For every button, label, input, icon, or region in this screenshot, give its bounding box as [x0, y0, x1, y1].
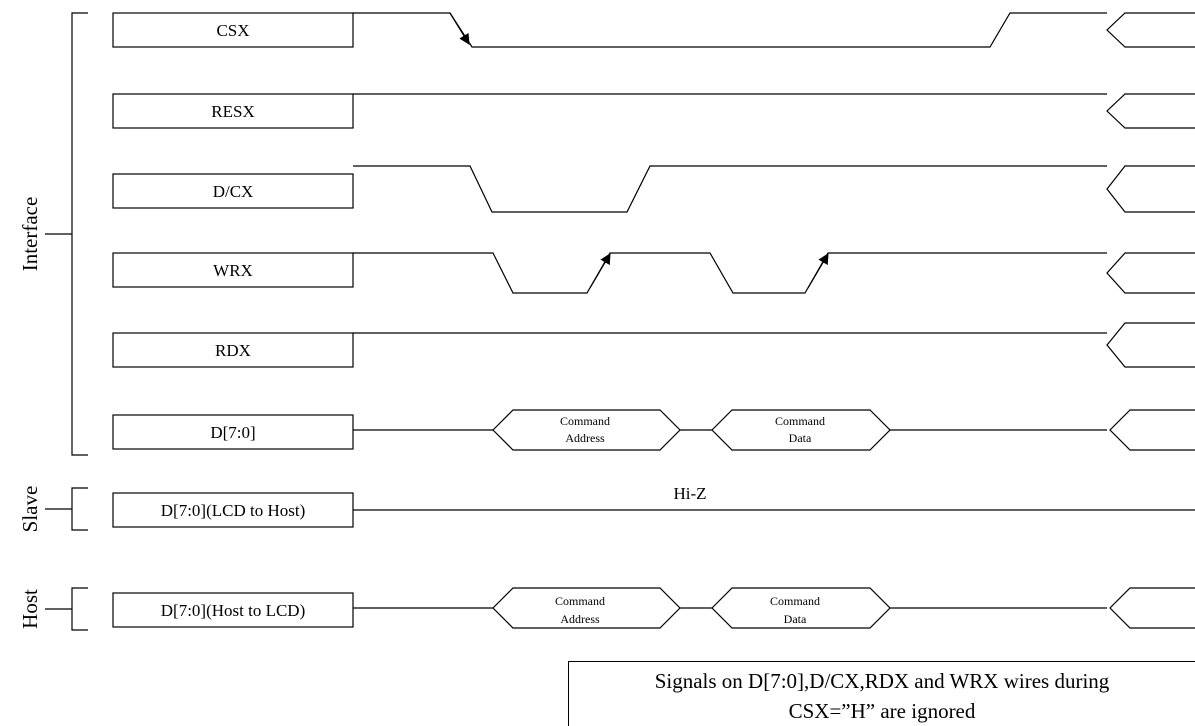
resx-end-bracket [1106, 93, 1195, 129]
note-line-1: Signals on D[7:0],D/CX,RDX and WRX wires… [654, 669, 1110, 693]
wrx-end-bracket [1106, 252, 1195, 294]
csx-end-bracket [1106, 12, 1195, 48]
dcx-label: D/CX [213, 182, 254, 201]
csx-waveform [353, 12, 1107, 48]
signal-row-lcd-to-host: D[7:0](LCD to Host) Hi-Z [112, 484, 1195, 528]
slave-bracket [45, 487, 88, 531]
rdx-end-bracket [1106, 322, 1195, 368]
host-cmd-address-line2: Address [560, 612, 600, 626]
signal-row-wrx: WRX [112, 252, 1195, 294]
host-cmd-address-line1: Command [555, 594, 605, 608]
host-group-label: Host [18, 589, 42, 629]
hiz-label: Hi-Z [673, 484, 706, 503]
d70-cmd-data-line1: Command [775, 414, 825, 428]
interface-bracket [45, 12, 88, 456]
signal-row-dcx: D/CX [112, 165, 1195, 213]
resx-label-box [112, 93, 354, 129]
wrx-rising-arrow-2 [807, 253, 829, 289]
host-to-lcd-label-box [112, 592, 354, 628]
signal-row-resx: RESX [112, 93, 1195, 129]
lcd-to-host-label-box [112, 492, 354, 528]
wrx-waveform [353, 252, 1107, 294]
signal-row-rdx: RDX [112, 322, 1195, 368]
ignored-signals-note: Signals on D[7:0],D/CX,RDX and WRX wires… [568, 661, 1195, 726]
signal-row-d70: D[7:0] Command Address Command Data [112, 409, 1195, 451]
lcd-to-host-label: D[7:0](LCD to Host) [161, 501, 305, 520]
wrx-rising-arrow-1 [589, 253, 611, 289]
note-line-2: CSX=”H” are ignored [788, 699, 976, 723]
d70-label-box [112, 414, 354, 450]
slave-group-label: Slave [18, 486, 42, 533]
rdx-label: RDX [215, 341, 251, 360]
host-to-lcd-label: D[7:0](Host to LCD) [161, 601, 305, 620]
dcx-waveform [353, 165, 1107, 213]
d70-cmd-data-line2: Data [789, 431, 812, 445]
host-cmd-data-line2: Data [784, 612, 807, 626]
wrx-label-box [112, 252, 354, 288]
host-cmd-data-line1: Command [770, 594, 820, 608]
d70-cmd-address-line1: Command [560, 414, 610, 428]
resx-label: RESX [211, 102, 254, 121]
host-end-bracket [1109, 587, 1195, 629]
csx-falling-arrow [449, 12, 470, 45]
host-bracket [45, 587, 88, 631]
signal-row-csx: CSX [112, 12, 1195, 48]
d70-cmd-address-line2: Address [565, 431, 605, 445]
dcx-label-box [112, 173, 354, 209]
rdx-label-box [112, 332, 354, 368]
interface-group-label: Interface [18, 197, 42, 272]
signal-row-host-to-lcd: D[7:0](Host to LCD) Command Address Comm… [112, 587, 1195, 629]
csx-label: CSX [216, 21, 249, 40]
d70-label: D[7:0] [210, 423, 255, 442]
csx-label-box [112, 12, 354, 48]
dcx-end-bracket [1106, 165, 1195, 213]
d70-end-bracket [1109, 409, 1195, 451]
wrx-label: WRX [213, 261, 253, 280]
